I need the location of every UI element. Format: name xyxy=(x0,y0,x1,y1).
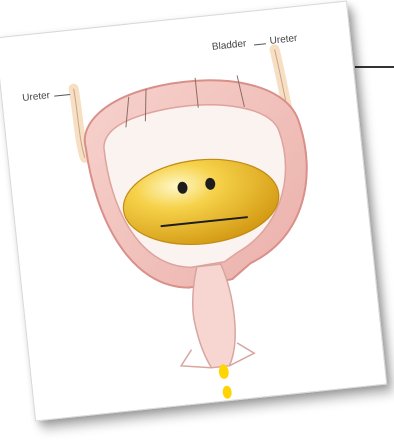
bladder-paper: Ureter Bladder Ureter xyxy=(0,1,387,422)
bladder-diagram xyxy=(0,2,386,421)
leader-line-outside xyxy=(355,66,394,68)
urine-drop-2 xyxy=(222,385,232,399)
